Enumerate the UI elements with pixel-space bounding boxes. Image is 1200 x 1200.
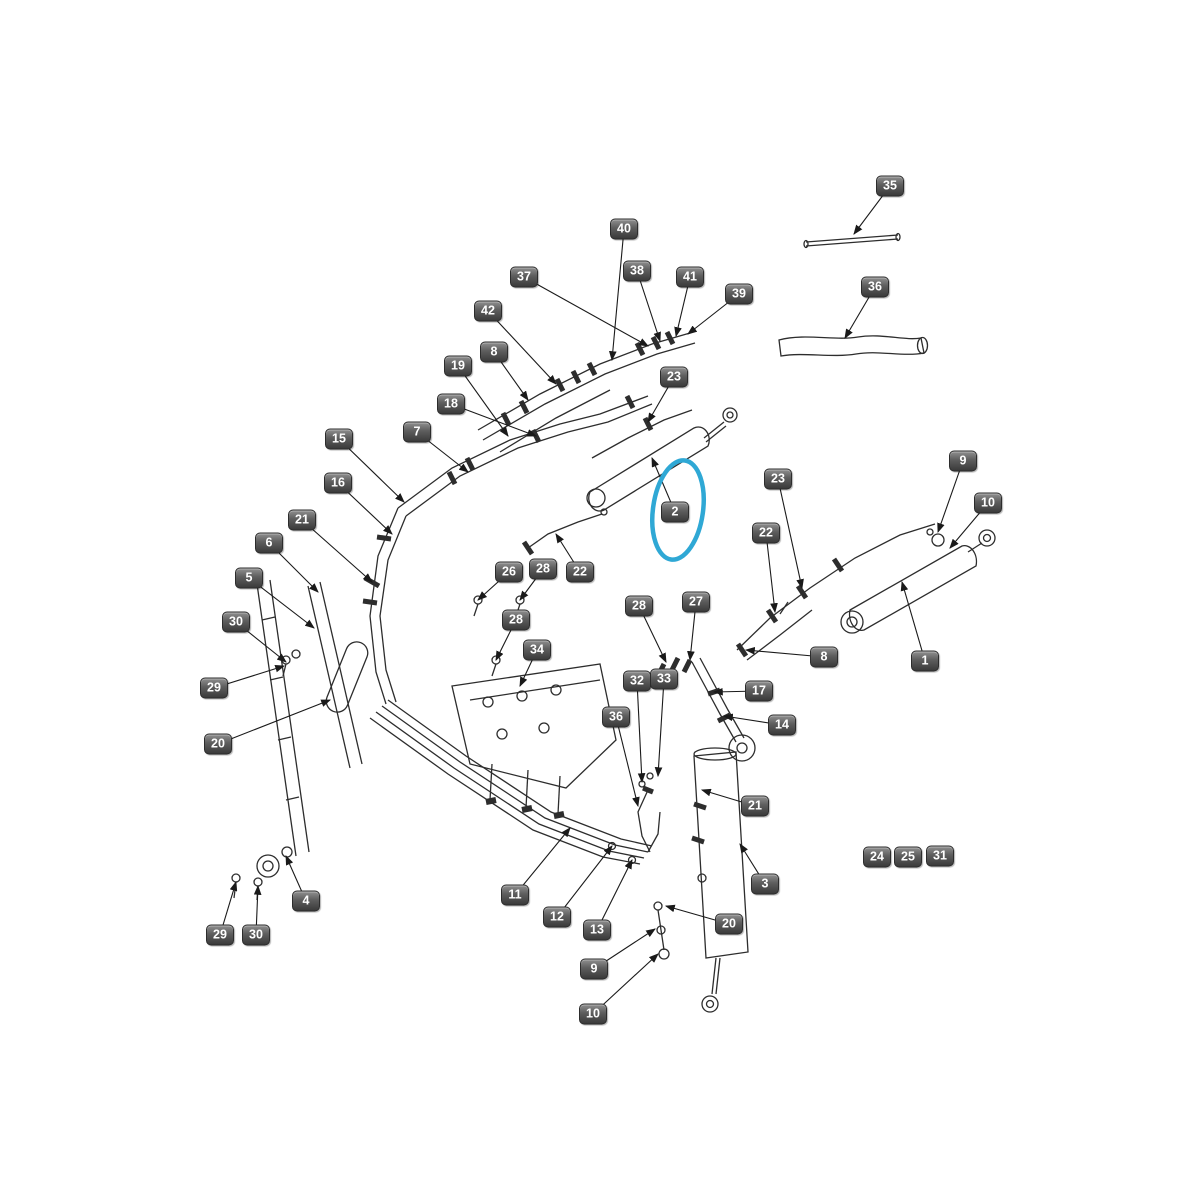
callout-arrow-37 [523, 276, 649, 347]
callout-28: 28 [625, 595, 653, 617]
callout-37: 37 [510, 266, 538, 288]
highlight-ellipse [650, 458, 706, 562]
callout-23: 23 [660, 366, 688, 388]
callout-28: 28 [529, 558, 557, 580]
callout-arrow-11 [514, 827, 571, 896]
callout-arrow-32 [636, 680, 646, 784]
callout-arrow-23 [777, 478, 804, 590]
callout-9: 9 [580, 958, 608, 980]
lift-cylinder [840, 528, 996, 634]
callout-17: 17 [745, 680, 773, 702]
callout-arrow-15 [338, 438, 405, 503]
callout-13: 13 [583, 919, 611, 941]
upper-hose-bundle [477, 330, 696, 453]
callout-40: 40 [610, 218, 638, 240]
callout-41: 41 [676, 266, 704, 288]
callout-11: 11 [501, 884, 529, 906]
callout-arrow-9 [937, 460, 964, 534]
callout-arrow-38 [636, 270, 661, 343]
callout-36: 36 [602, 706, 630, 728]
callout-arrow-40 [608, 228, 625, 362]
callout-10: 10 [974, 492, 1002, 514]
callout-12: 12 [543, 906, 571, 928]
callout-arrow-19 [457, 365, 509, 437]
callout-42: 42 [474, 300, 502, 322]
callout-26: 26 [495, 561, 523, 583]
callout-36: 36 [861, 276, 889, 298]
callout-19: 19 [444, 355, 472, 377]
callout-38: 38 [623, 260, 651, 282]
callout-6: 6 [255, 532, 283, 554]
thin-rod [803, 232, 901, 249]
callout-4: 4 [292, 890, 320, 912]
vertical-cylinder [653, 734, 756, 1013]
callout-3: 3 [751, 873, 779, 895]
callout-25: 25 [894, 846, 922, 868]
callout-30: 30 [242, 924, 270, 946]
callout-arrow-20 [217, 699, 332, 745]
callout-arrow-18 [450, 403, 538, 437]
callout-arrow-13 [596, 859, 633, 931]
callout-34: 34 [523, 639, 551, 661]
callout-35: 35 [876, 175, 904, 197]
callout-arrow-12 [556, 845, 613, 918]
callout-27: 27 [682, 591, 710, 613]
callout-8: 8 [810, 646, 838, 668]
callout-31: 31 [926, 845, 954, 867]
callout-21: 21 [288, 509, 316, 531]
callout-8: 8 [480, 341, 508, 363]
callout-18: 18 [437, 393, 465, 415]
middle-hose-bundle [369, 699, 661, 865]
callout-39: 39 [725, 283, 753, 305]
callout-22: 22 [752, 522, 780, 544]
grip-tube [778, 335, 929, 357]
callout-29: 29 [206, 924, 234, 946]
tilt-cylinder [586, 407, 738, 512]
callout-29: 29 [200, 677, 228, 699]
callout-arrow-21 [301, 519, 373, 583]
mount-bracket [451, 663, 617, 819]
callout-32: 32 [623, 670, 651, 692]
callout-22: 22 [566, 561, 594, 583]
callout-2: 2 [661, 501, 689, 523]
callout-24: 24 [863, 846, 891, 868]
callout-16: 16 [324, 472, 352, 494]
callout-10: 10 [579, 1003, 607, 1025]
callout-28: 28 [502, 609, 530, 631]
callout-33: 33 [650, 668, 678, 690]
callout-21: 21 [741, 795, 769, 817]
callout-arrow-1 [900, 580, 926, 662]
callout-30: 30 [222, 611, 250, 633]
callout-20: 20 [715, 913, 743, 935]
callout-arrow-33 [654, 678, 665, 778]
callout-5: 5 [235, 567, 263, 589]
callout-arrow-42 [487, 310, 557, 385]
callout-arrow-36 [615, 716, 640, 808]
callout-9: 9 [949, 450, 977, 472]
callout-1: 1 [911, 650, 939, 672]
callout-15: 15 [325, 428, 353, 450]
callout-14: 14 [768, 714, 796, 736]
callout-20: 20 [204, 733, 232, 755]
short-hose [521, 508, 608, 556]
callout-7: 7 [403, 421, 431, 443]
callout-arrow-22 [765, 532, 778, 614]
callout-23: 23 [764, 468, 792, 490]
